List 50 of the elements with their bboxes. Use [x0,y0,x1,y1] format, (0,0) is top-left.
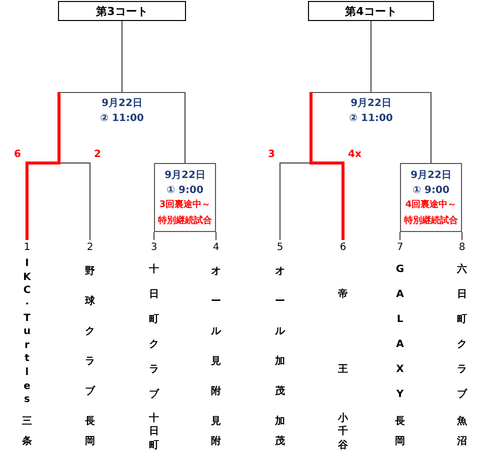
score: 3 [268,149,275,161]
court-title-box: 第3コート [58,1,186,21]
team-name: IKC・Turtles [22,257,44,408]
match-time: ① 9:00 [166,185,204,197]
court-title-box: 第4コート [308,1,434,21]
team-city: 加茂 [275,414,297,449]
team-name: 六日町クラブ [457,262,479,402]
team-city: 魚沼 [457,414,479,449]
score: 4x [348,149,362,161]
seed-number: 2 [86,242,94,254]
team-name: オール加茂 [275,265,297,399]
match-note: 特別継続試合 [404,216,458,227]
bracket-line [26,92,60,240]
team-name: 野球クラブ [85,264,107,399]
match-date: 9月22日 [410,170,452,182]
match-note: 3回裏途中～ [159,200,211,211]
seed-number: 6 [338,242,348,254]
team-city: 長岡 [395,414,417,449]
team-name: 十日町クラブ [149,262,171,402]
seed-number: 3 [150,242,158,254]
team-city: 見附 [211,415,233,449]
bracket-line [121,21,123,92]
team-city: 三条 [22,415,44,449]
team-city: 長岡 [85,414,107,449]
seed-number: 5 [276,242,284,254]
team-name: オール見附 [211,265,233,399]
match-date: 9月22日 [164,170,206,182]
match-note: 特別継続試合 [158,216,212,227]
seed-number: 7 [396,242,404,254]
match-info-box [154,163,216,232]
seed-number: 1 [22,242,32,254]
team-city: 小千谷 [338,412,360,452]
bracket-line [430,92,432,163]
team-name: GALAXY [395,263,417,402]
team-city: 十日町 [149,412,171,452]
bracket-line [310,92,344,240]
team-name: 帝王 [338,287,360,377]
bracket-line [184,92,186,163]
match-time: ② 11:00 [100,113,144,125]
score: 2 [94,149,101,161]
bracket-line [370,21,372,92]
seed-number: 4 [212,242,220,254]
seed-number: 8 [458,242,466,254]
match-time: ① 9:00 [412,185,450,197]
match-date: 9月22日 [102,98,142,110]
match-note: 4回裏途中～ [405,200,457,211]
score: 6 [14,149,21,161]
match-info-box [400,163,462,232]
match-time: ② 11:00 [349,113,393,125]
match-date: 9月22日 [350,98,392,110]
